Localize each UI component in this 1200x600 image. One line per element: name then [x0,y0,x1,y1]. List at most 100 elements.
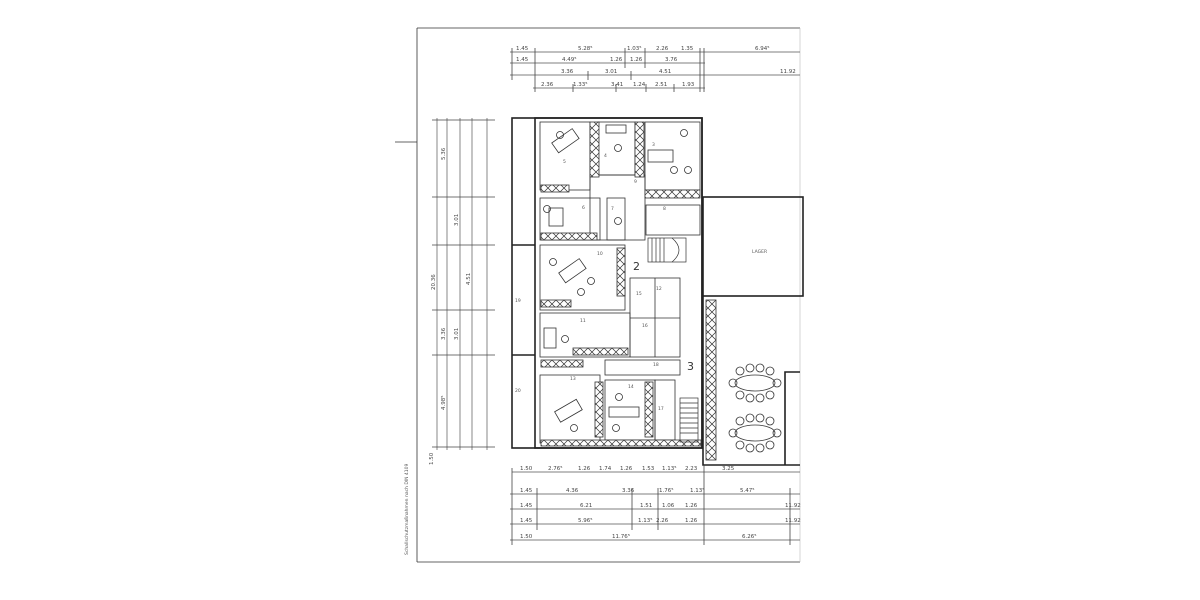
dim-label: 1.51 [640,503,652,509]
dim-label: 3.01 [605,69,617,75]
dim-label: 1.45 [520,503,533,509]
stair-2 [679,397,699,443]
room-number: 9 [634,179,637,185]
dim-label: 2.36 [541,82,554,88]
dim-label: 3.01 [454,328,460,340]
dim-label: 1.50 [520,466,533,472]
cabinet [540,439,702,447]
dim-label: 4.51 [659,69,671,75]
dim-label: 5.47⁵ [740,487,754,494]
dim-label: 3.01 [454,214,460,226]
building-outline [511,117,703,449]
dim-label: 3.76 [665,57,678,63]
top-dimension-chain: 1.45 5.28⁵ 1.03⁵ 2.26 1.35 6.94⁵ 1.45 4.… [510,45,800,92]
stair-label: 3 [687,360,694,373]
dim-label: 1.13⁵ [662,465,676,472]
dim-label: 1.45 [520,518,533,524]
corridor [604,359,681,376]
cabinet [540,359,584,368]
dim-label: 1.26 [685,518,698,524]
dim-label: 5.28⁵ [578,45,592,52]
dim-label: 3.36 [561,69,574,75]
conference-table [728,413,782,453]
room-4 [597,121,636,176]
dim-label: 1.26 [620,466,633,472]
dim-label: 6.21 [580,503,592,509]
storage-room [702,196,804,297]
storage-label: LAGER [752,249,767,255]
dim-label: 1.50 [520,534,533,540]
dim-label: 1.26 [685,503,698,509]
dim-label: 1.06 [662,503,675,509]
dim-label: 2.26 [656,46,669,52]
room-5 [539,121,591,191]
dim-label: 11.92 [785,503,801,509]
room-3 [644,121,701,191]
terrace-wall [784,371,800,465]
dim-label: 4.49⁵ [562,56,576,63]
dim-label: 1.76⁵ [659,487,673,494]
dim-label: 1.93 [682,82,695,88]
room-number: 19 [515,298,521,304]
dim-label: 11.92 [780,69,796,75]
room-number: 10 [597,251,603,257]
cabinet [644,189,701,199]
dim-label: 2.26 [656,518,669,524]
room-number: 14 [628,384,634,390]
dim-label: 1.74 [599,466,612,472]
room-number: 6 [582,205,585,211]
room-number: 13 [570,376,576,382]
stair-1 [647,237,687,263]
dim-label: 1.03⁵ [627,45,641,52]
room-number: 20 [515,388,521,394]
rooms: 2 3 5 4 3 6 7 8 9 10 11 12 13 14 15 16 1… [515,121,804,466]
room-number: 4 [604,153,607,159]
dim-label: 5.36 [441,147,447,160]
dim-label: 5.96⁵ [578,517,592,524]
terrace-outline [702,296,800,466]
cabinet [589,121,600,178]
room-13 [539,374,601,444]
dim-label: 1.26 [630,57,643,63]
dim-label: 4.36 [566,488,579,494]
dim-label: 20.36 [431,274,437,290]
room-number: 18 [653,362,659,368]
dim-label: 4.98⁵ [440,396,447,410]
dim-label: 2.23 [685,466,698,472]
room-number: 5 [563,159,566,165]
dim-label: 6.94⁵ [755,45,769,52]
dim-label: 2.51 [655,82,667,88]
dim-label: 3.36 [622,488,635,494]
dim-label: 1.45 [516,46,529,52]
room-number: 12 [656,286,662,292]
cabinet [616,247,626,297]
dim-label: 2.76⁵ [548,465,562,472]
room-number: 11 [580,318,586,324]
room-number: 16 [642,323,648,329]
cabinet [572,347,629,356]
dim-label: 1.26 [578,466,591,472]
stair-label: 2 [633,260,640,273]
room-number: 17 [658,406,664,412]
dim-label: 3.36 [441,327,447,340]
cabinet [540,299,572,308]
cabinet [634,121,645,178]
left-dimension-chain: 5.36 3.01 4.51 3.01 3.36 4.98⁵ 20.36 1.5… [404,118,495,555]
bottom-dimension-chain: 1.50 2.76⁵ 1.26 1.74 1.26 1.53 1.13⁵ 2.2… [510,465,801,545]
room-number: 15 [636,291,642,297]
dim-label: 1.45 [520,488,533,494]
dim-label: 11.76⁵ [612,533,630,540]
dim-label: 4.51 [466,273,472,285]
dim-label: 3.25 [722,466,735,472]
sheet-frame [395,27,801,563]
dim-label: 6.26⁵ [742,533,756,540]
cabinet [540,232,598,241]
dim-label: 3.41 [611,82,623,88]
dim-label: 1.33⁵ [573,81,587,88]
room-7 [606,197,626,241]
dim-label: 1.13⁵ [690,487,704,494]
dim-label: 1.50 [429,452,435,465]
cabinet [705,299,717,461]
dim-label: 11.92 [785,518,801,524]
